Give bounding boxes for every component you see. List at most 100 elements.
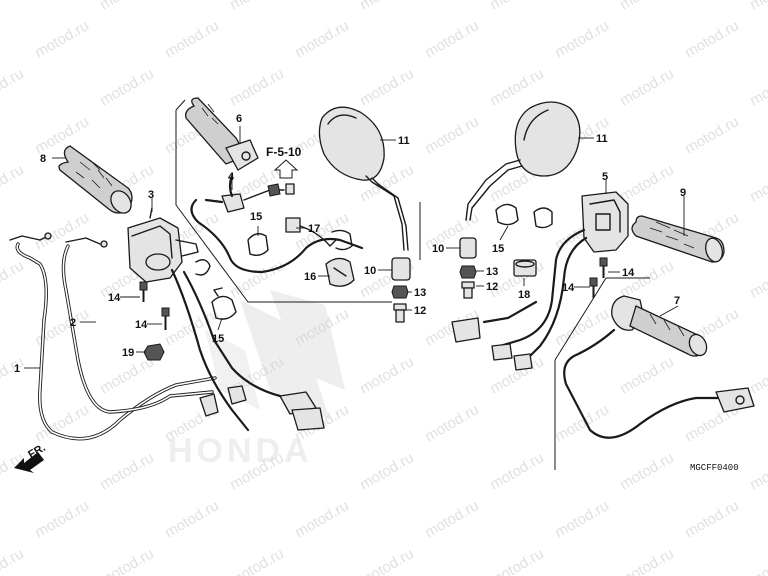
watermark-text: motod.ru <box>747 545 768 576</box>
watermark-text: motod.ru <box>0 545 27 576</box>
watermark-text: motod.ru <box>617 545 677 576</box>
watermark-text: motod.ru <box>747 257 768 301</box>
callout-2: 2 <box>70 317 76 329</box>
watermark-text: motod.ru <box>617 449 677 493</box>
part-5-right-switch <box>581 191 629 253</box>
part-19-nut <box>143 343 165 361</box>
callout-18: 18 <box>518 289 530 301</box>
part-10-adapter-left <box>391 257 411 281</box>
brand-logo-text: HONDA <box>168 432 313 470</box>
callout-11-right: 11 <box>596 133 608 145</box>
watermark-text: motod.ru <box>292 17 352 61</box>
callout-19: 19 <box>122 347 134 359</box>
watermark-text: motod.ru <box>162 17 222 61</box>
watermark-text: motod.ru <box>552 401 612 445</box>
callout-5: 5 <box>602 171 608 183</box>
part-14-bolt-right-a <box>599 257 608 278</box>
watermark-text: motod.ru <box>422 401 482 445</box>
callout-14-right-b: 14 <box>562 282 575 294</box>
watermark-text: motod.ru <box>97 545 157 576</box>
callout-3: 3 <box>148 189 154 201</box>
right-wire-harness <box>451 228 588 371</box>
watermark-text: motod.ru <box>32 17 92 61</box>
callout-13-left: 13 <box>414 287 426 299</box>
part-16-clamp <box>325 257 355 287</box>
part-15-clip-upper <box>247 233 269 257</box>
upper-harness <box>190 198 364 274</box>
watermark-text: motod.ru <box>682 17 742 61</box>
watermark-text: motod.ru <box>0 449 27 493</box>
callout-7: 7 <box>674 295 680 307</box>
reference-arrow <box>273 159 299 179</box>
watermark-text: motod.ru <box>0 0 27 13</box>
watermark-text: motod.ru <box>747 0 768 13</box>
leader-lines <box>24 126 685 369</box>
watermark-text: motod.ru <box>32 113 92 157</box>
left-wire-clip <box>195 259 211 276</box>
callout-14-right-a: 14 <box>622 267 635 279</box>
watermark-text: motod.ru <box>32 209 92 253</box>
part-2-clutch-cable <box>61 237 214 414</box>
watermark-text: motod.ru <box>97 65 157 109</box>
watermark-text: motod.ru <box>552 497 612 541</box>
part-4-sensor <box>204 174 295 213</box>
part-15-clip-right-b <box>533 207 553 229</box>
watermark-text: motod.ru <box>357 0 417 13</box>
front-direction-arrow <box>14 452 44 473</box>
watermark-text: motod.ru <box>227 65 287 109</box>
callout-1: 1 <box>14 363 20 375</box>
callout-15-lower: 15 <box>212 333 224 345</box>
part-18-collar <box>513 259 537 277</box>
watermark-text: motod.ru <box>32 497 92 541</box>
part-17-clamp <box>285 217 337 247</box>
watermark-text: motod.ru <box>617 161 677 205</box>
callout-9: 9 <box>680 187 686 199</box>
watermark-text: motod.ru <box>227 0 287 13</box>
part-10-adapter-right <box>459 237 477 259</box>
part-14-bolt-left-b <box>161 307 170 330</box>
watermark-text: motod.ru <box>487 449 547 493</box>
callout-labels: 1 2 3 4 5 6 7 8 9 10 10 11 11 12 12 13 1… <box>14 113 686 375</box>
part-7-throttle-assembly <box>563 295 755 439</box>
watermark-text: motod.ru <box>0 353 27 397</box>
part-11-mirror-left <box>318 106 409 251</box>
callout-15-right: 15 <box>492 243 504 255</box>
direction-label: FR. <box>26 442 47 461</box>
part-9-right-grip <box>631 215 725 263</box>
watermark-text: motod.ru <box>747 449 768 493</box>
callout-4: 4 <box>228 171 235 183</box>
watermark-text: motod.ru <box>747 353 768 397</box>
watermark-text: motod.ru <box>422 497 482 541</box>
part-14-bolt-right-b <box>589 277 598 298</box>
watermark-text: motod.ru <box>357 65 417 109</box>
watermark-text: motod.ru <box>162 497 222 541</box>
watermark-text: motod.ru <box>357 449 417 493</box>
callout-6: 6 <box>236 113 242 125</box>
part-3-left-switch <box>127 207 199 283</box>
watermark-text: motod.ru <box>487 545 547 576</box>
callout-14-left-b: 14 <box>135 319 148 331</box>
watermark-text: motod.ru <box>0 161 27 205</box>
watermark-text: motod.ru <box>747 161 768 205</box>
part-12-bolt-right <box>461 281 475 299</box>
part-6-throttle-grip <box>185 97 259 171</box>
left-wire-harness <box>170 268 325 432</box>
watermark-text: motod.ru <box>552 305 612 349</box>
callout-11-left: 11 <box>398 135 410 147</box>
watermark-text: motod.ru <box>422 17 482 61</box>
watermark-text: motod.ru <box>682 113 742 157</box>
watermark-text: motod.ru <box>0 65 27 109</box>
part-12-bolt-left <box>393 303 407 323</box>
callout-15-upper: 15 <box>250 211 262 223</box>
watermark-text: motod.ru <box>682 497 742 541</box>
callout-12-right: 12 <box>486 281 498 293</box>
watermark-text: motod.ru <box>617 65 677 109</box>
callout-16: 16 <box>304 271 316 283</box>
watermark-text: motod.ru <box>422 113 482 157</box>
callout-10-left: 10 <box>364 265 376 277</box>
callout-10-right: 10 <box>432 243 444 255</box>
watermark-text: motod.ru <box>552 17 612 61</box>
callout-12-left: 12 <box>414 305 426 317</box>
diagram-code: MGCFF0400 <box>690 463 739 473</box>
